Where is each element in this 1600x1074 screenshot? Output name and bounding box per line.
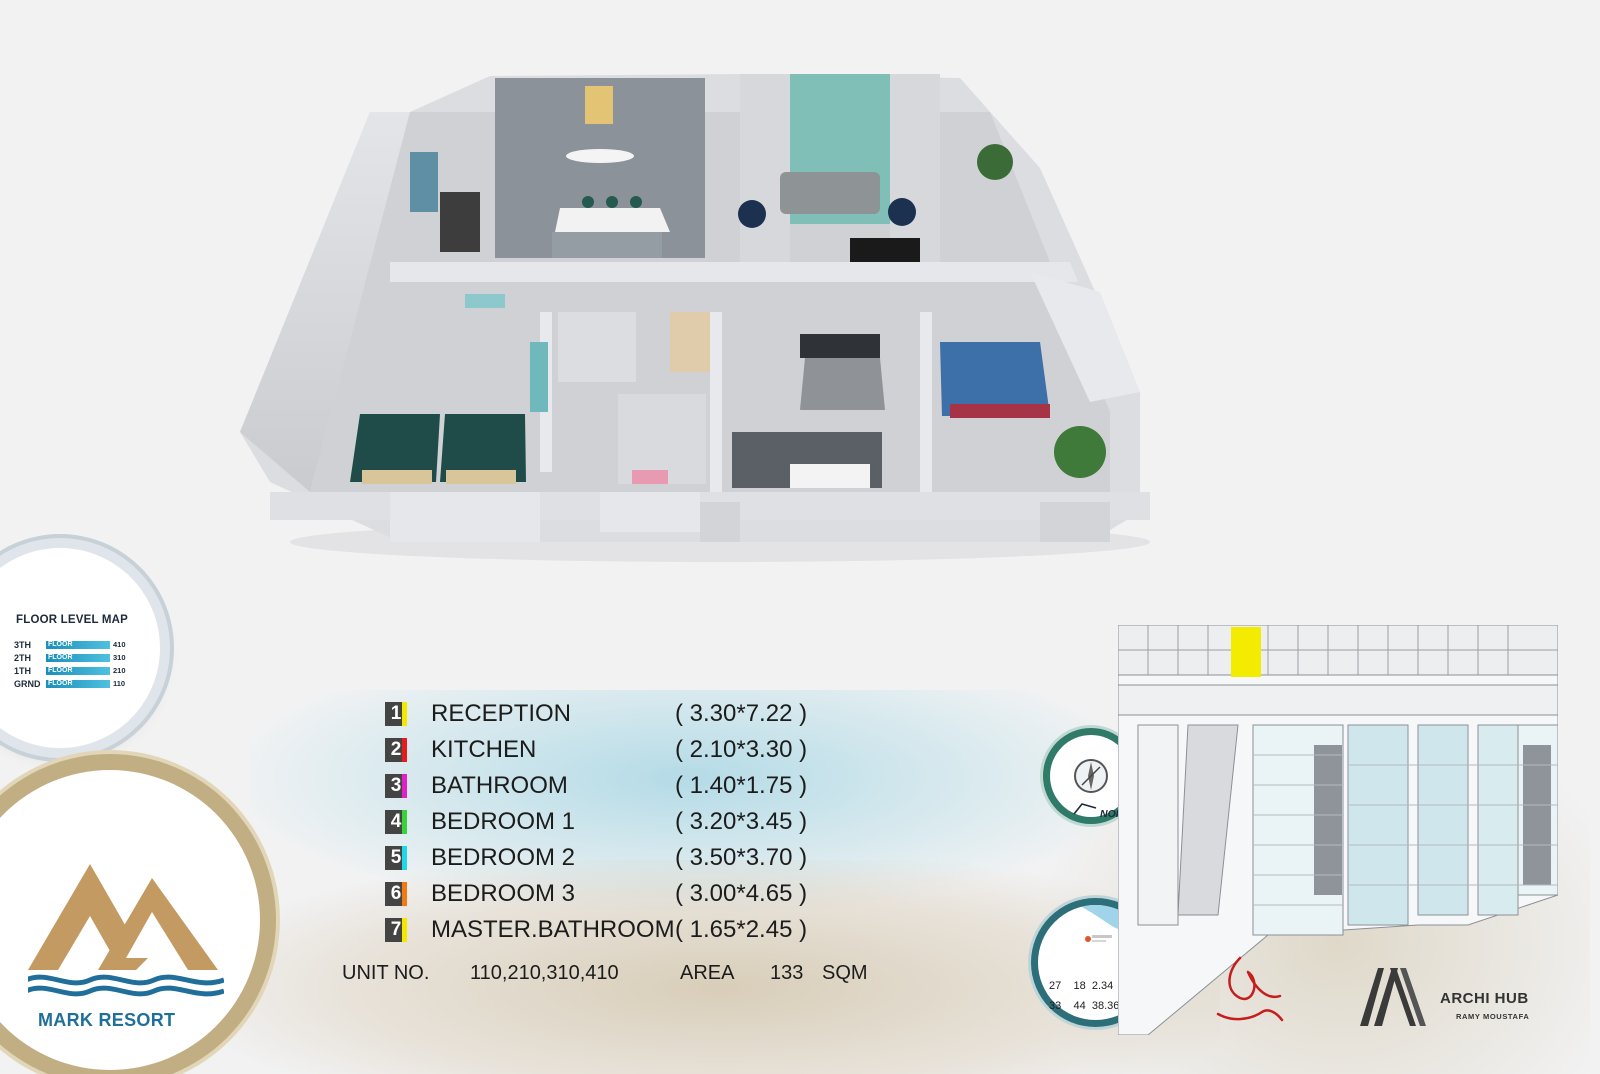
- legend-room-dims: ( 3.00*4.65 ): [675, 880, 808, 907]
- legend-number: 2: [385, 738, 407, 762]
- compass-icon: [1074, 759, 1108, 793]
- floor-level-row: GRND FLOOR 110: [14, 678, 126, 689]
- legend-room-name: KITCHEN: [431, 736, 537, 763]
- unit-label: UNIT NO.: [342, 962, 430, 984]
- floor-level-title: FLOOR LEVEL MAP: [16, 614, 129, 626]
- legend-room-name: BEDROOM 1: [431, 808, 576, 835]
- legend-room-name: RECEPTION: [431, 700, 572, 727]
- legend-number: 4: [385, 810, 407, 834]
- legend-number: 3: [385, 774, 407, 798]
- legend-room-dims: ( 3.50*3.70 ): [675, 844, 808, 871]
- legend-room-name: MASTER.BATHROOM: [431, 916, 675, 943]
- floor-level-row: 2TH FLOOR 310: [14, 652, 126, 663]
- legend-row-bedroom-1: 4 BEDROOM 1 ( 3.20*3.45 ): [385, 808, 815, 838]
- brand-name: MARK RESORT: [38, 1010, 176, 1030]
- legend-number: 1: [385, 702, 407, 726]
- floor-level-row: 1TH FLOOR 210: [14, 665, 126, 676]
- legend-room-dims: ( 3.20*3.45 ): [675, 808, 808, 835]
- location-row-1: 27 18 2.34 N: [1049, 980, 1127, 992]
- legend-row-master-bathroom: 7 MASTER.BATHROOM ( 1.65*2.45 ): [385, 916, 815, 946]
- legend-number: 7: [385, 918, 407, 942]
- floor-plan-render: [240, 74, 1150, 562]
- area-value: 133: [770, 962, 804, 984]
- legend-room-name: BEDROOM 3: [431, 880, 576, 907]
- floor-level-row: 3TH FLOOR 410: [14, 639, 126, 650]
- legend-number: 6: [385, 882, 407, 906]
- signature-icon: [1216, 956, 1284, 1022]
- area-unit: SQM: [822, 962, 868, 984]
- unit-numbers: 110,210,310,410: [470, 962, 619, 984]
- architect-name: ARCHI HUB: [1440, 990, 1529, 1007]
- legend-row-kitchen: 2 KITCHEN ( 2.10*3.30 ): [385, 736, 815, 766]
- archi-hub-logo-icon: [1360, 968, 1426, 1026]
- architect-subtitle: RAMY MOUSTAFA: [1456, 1012, 1530, 1021]
- north-arrow-icon: [1073, 803, 1097, 815]
- mark-resort-logo-icon: [28, 864, 224, 997]
- location-row-2: 33 44 38.36 E: [1049, 1000, 1133, 1012]
- legend-row-bathroom: 3 BATHROOM ( 1.40*1.75 ): [385, 772, 815, 802]
- legend-row-bedroom-2: 5 BEDROOM 2 ( 3.50*3.70 ): [385, 844, 815, 874]
- legend-room-name: BATHROOM: [431, 772, 568, 799]
- legend-room-dims: ( 1.65*2.45 ): [675, 916, 808, 943]
- area-label: AREA: [680, 962, 735, 984]
- legend-room-dims: ( 2.10*3.30 ): [675, 736, 808, 763]
- legend-row-reception: 1 RECEPTION ( 3.30*7.22 ): [385, 700, 815, 730]
- site-plan-map: [1118, 625, 1558, 1035]
- legend-room-dims: ( 1.40*1.75 ): [675, 772, 808, 799]
- legend-room-dims: ( 3.30*7.22 ): [675, 700, 808, 727]
- legend-number: 5: [385, 846, 407, 870]
- legend-row-bedroom-3: 6 BEDROOM 3 ( 3.00*4.65 ): [385, 880, 815, 910]
- legend-room-name: BEDROOM 2: [431, 844, 576, 871]
